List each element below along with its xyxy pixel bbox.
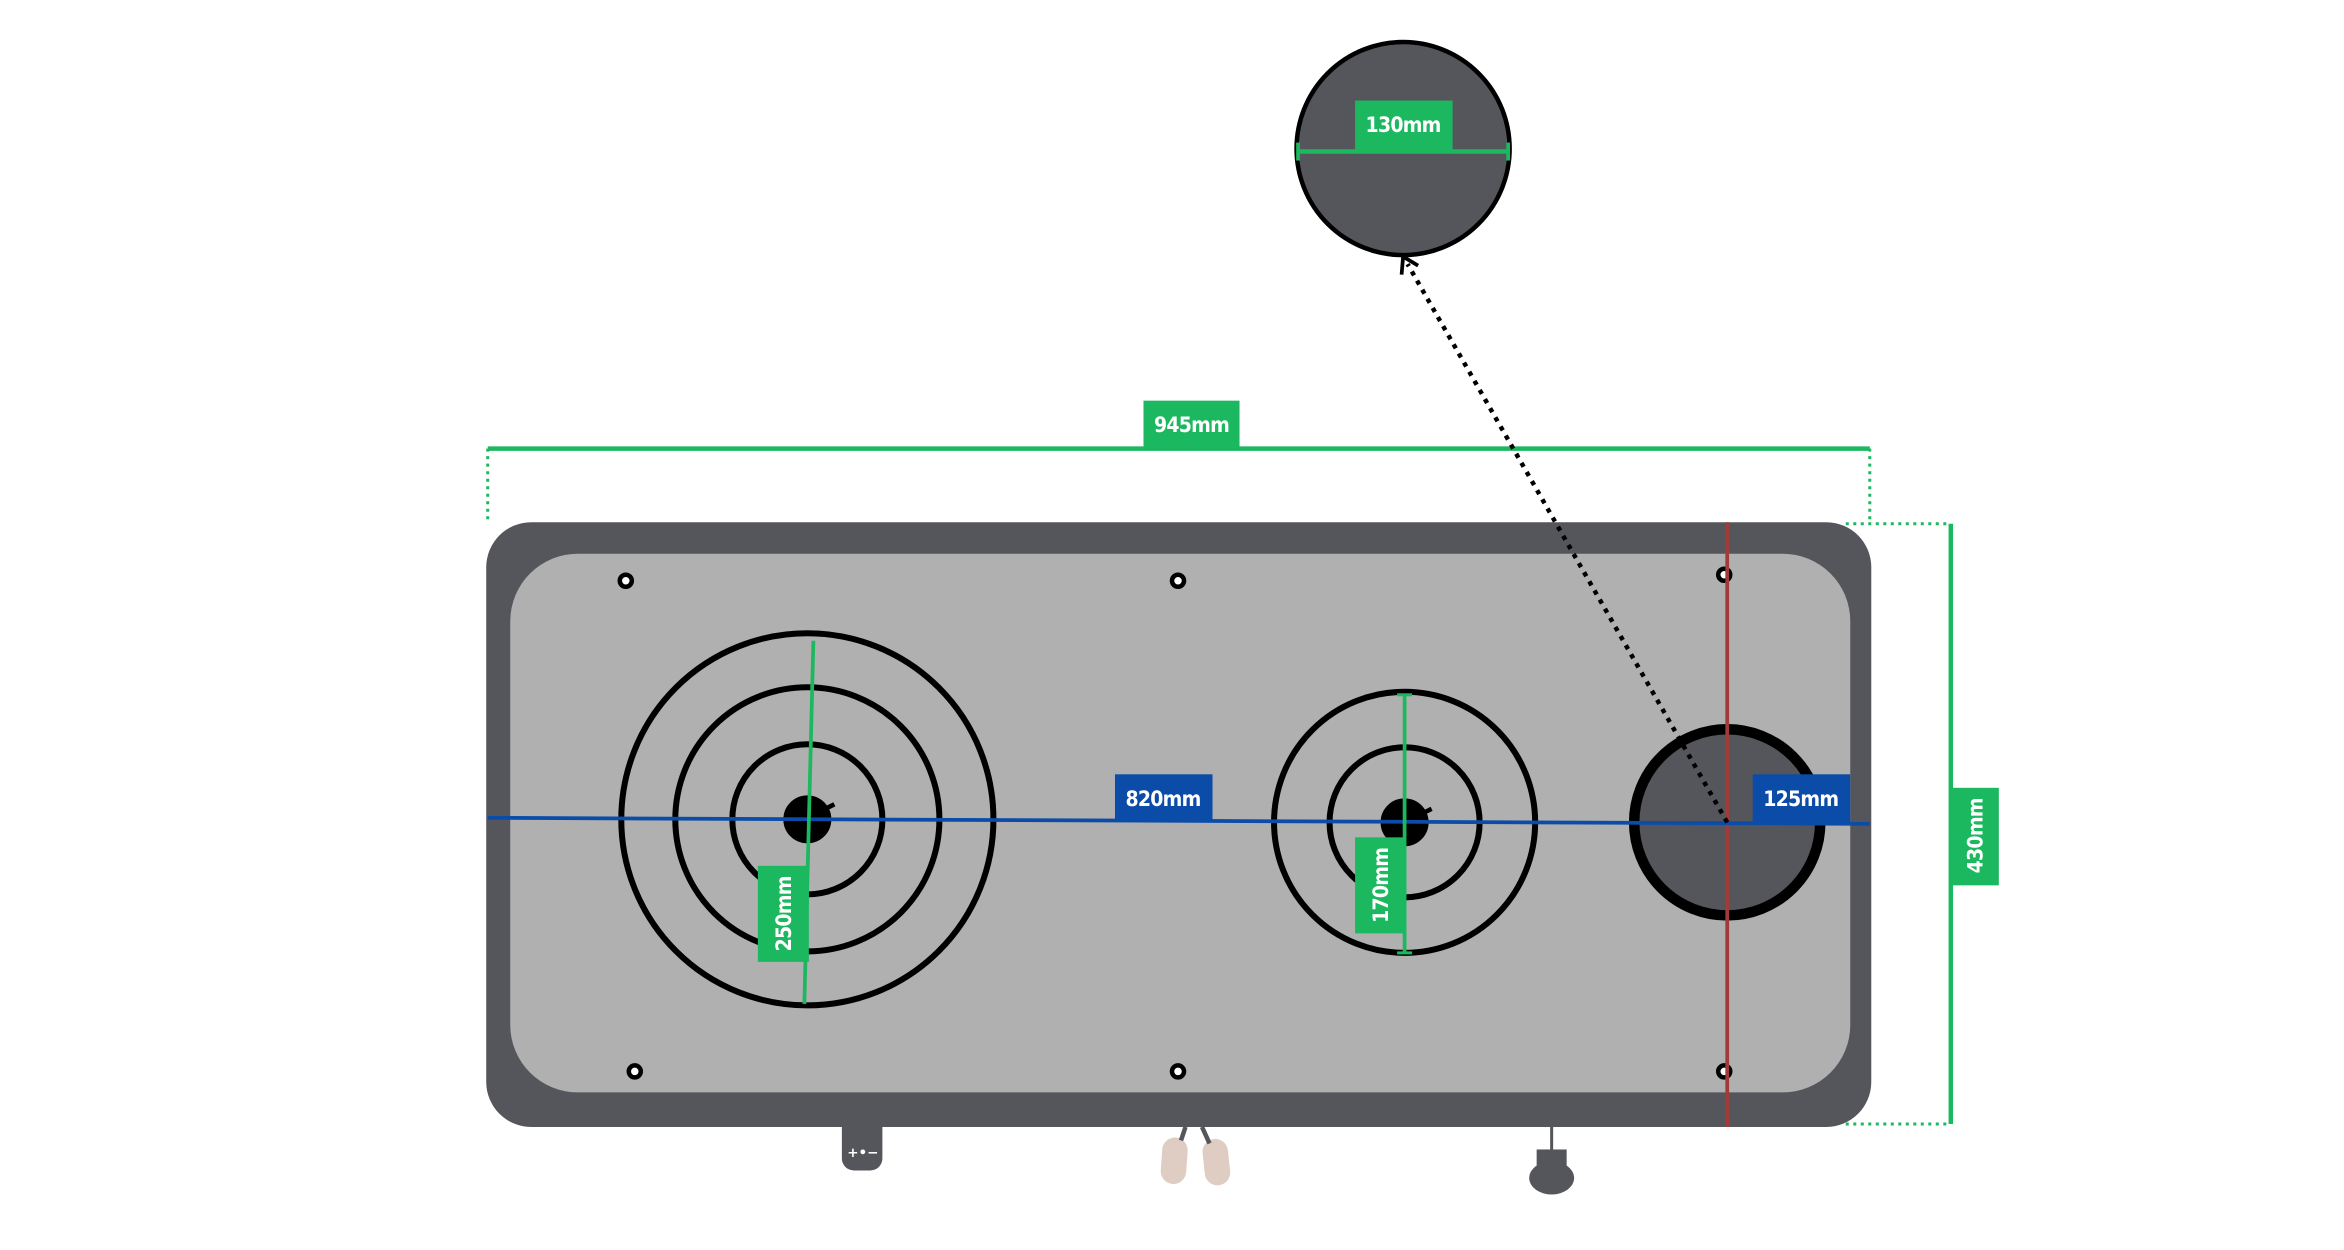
screw-icon [617,572,635,589]
large-burner-label: 250mm [772,876,796,951]
screw-icon [1169,572,1187,589]
polarity-label: +•− [847,1145,878,1161]
drain-detail-label: 130mm [1366,113,1441,137]
plug-wire [1199,1126,1212,1145]
small-burner-dimension: 170mm [1355,693,1413,955]
screw-icon [626,1063,644,1080]
small-burner-label: 170mm [1369,848,1393,923]
width-dimension: 945mm [486,400,1872,523]
drain-detail: 130mm [1294,39,1512,258]
width-label: 945mm [1154,413,1229,437]
arrowhead-icon [1399,254,1420,275]
plug-wire [1178,1126,1188,1142]
drain-connector [1529,1126,1575,1195]
height-dimension: 430mm [1845,522,1999,1126]
power-connector: +•− [841,1126,883,1171]
screw-icon [1169,1063,1187,1080]
span-dimension: 820mm 125mm [487,774,1870,826]
span-label: 820mm [1125,787,1200,811]
power-plugs [1160,1137,1231,1186]
large-burner-dimension: 250mm [757,640,816,1004]
height-label: 430mm [1963,798,1987,873]
cooktop-plate [510,553,1851,1093]
drain-offset-label: 125mm [1763,787,1838,811]
callout-arrow [1405,262,1730,824]
